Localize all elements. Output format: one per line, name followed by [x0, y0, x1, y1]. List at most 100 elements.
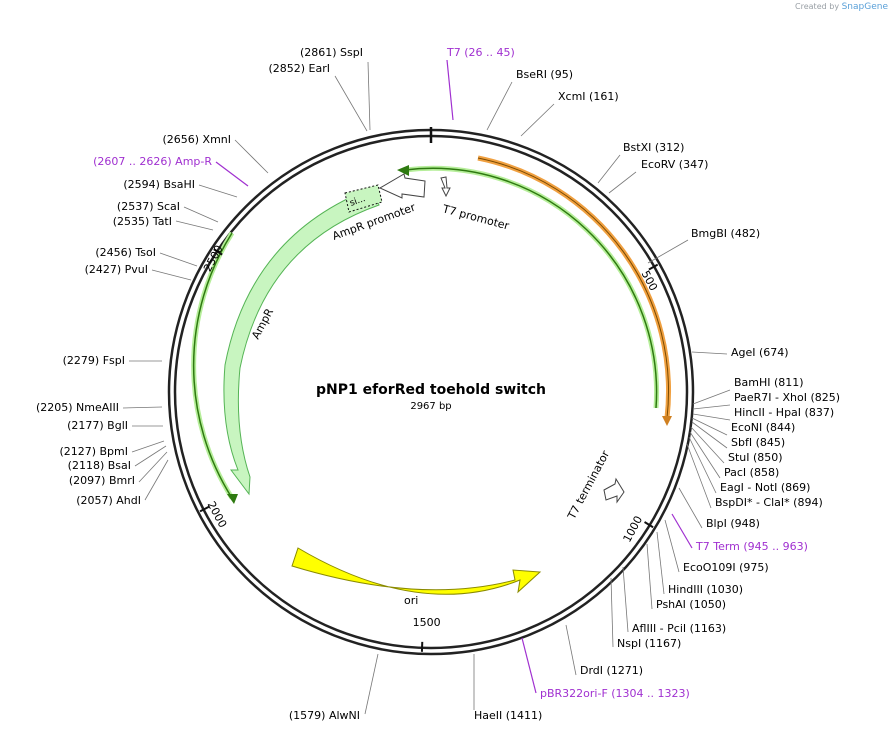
site-leader-line: [486, 81, 513, 131]
primer-label-p2[interactable]: (2607 .. 2626) Amp-R: [93, 155, 212, 168]
site-leader-line: [183, 206, 219, 223]
tick-label: 1000: [621, 514, 646, 545]
site-leader-line: [175, 220, 214, 231]
site-leader-line: [234, 139, 269, 174]
site-leader-line: [122, 406, 163, 409]
site-leader-line: [138, 451, 168, 483]
site-label-s37[interactable]: (2537) ScaI: [117, 200, 180, 213]
t7-terminator-arrow[interactable]: [603, 477, 625, 504]
primer-label-p1[interactable]: T7 (26 .. 45): [446, 46, 515, 59]
site-label-s26[interactable]: (1579) AlwNI: [289, 709, 360, 722]
site-label-s8[interactable]: AgeI (674): [731, 346, 789, 359]
site-leader-line: [689, 431, 721, 479]
site-label-s31[interactable]: (2177) BglI: [67, 419, 128, 432]
site-leader-line: [691, 351, 728, 355]
site-leader-line: [691, 417, 728, 436]
site-leader-line: [692, 389, 731, 405]
site-leader-line: [364, 653, 379, 715]
site-leader-line: [688, 436, 717, 494]
site-leader-line: [664, 519, 680, 573]
site-label-s1[interactable]: (2861) SspI: [300, 46, 363, 59]
site-leader-line: [159, 252, 198, 267]
site-label-s17[interactable]: BspDI* - ClaI* (894): [715, 496, 823, 509]
site-label-s36[interactable]: (2535) TatI: [113, 215, 172, 228]
site-label-s21[interactable]: PshAI (1050): [656, 598, 726, 611]
site-label-s18[interactable]: BlpI (948): [706, 517, 760, 530]
site-label-s30[interactable]: (2127) BpmI: [59, 445, 128, 458]
site-label-s32[interactable]: (2205) NmeAIII: [36, 401, 119, 414]
site-leader-line: [692, 413, 731, 421]
site-leader-line: [646, 543, 653, 610]
site-leader-line: [622, 566, 629, 633]
site-label-s19[interactable]: EcoO109I (975): [683, 561, 769, 574]
tick-mark: [644, 521, 654, 529]
tick-label: 2000: [205, 499, 230, 530]
site-leader-line: [334, 75, 368, 132]
site-leader-line: [690, 426, 725, 464]
primer-label-p3[interactable]: T7 Term (945 .. 963): [695, 540, 808, 553]
green-feature-arc: [404, 165, 660, 409]
credit-brand: SnapGene: [841, 2, 888, 12]
plasmid-length: 2967 bp: [410, 401, 451, 412]
site-label-s13[interactable]: SbfI (845): [731, 436, 785, 449]
orange-feature-arc: [477, 155, 672, 419]
site-label-s14[interactable]: StuI (850): [728, 451, 783, 464]
site-leader-line: [686, 443, 712, 509]
site-label-s35[interactable]: (2456) TsoI: [95, 246, 156, 259]
site-label-s38[interactable]: (2594) BsaHI: [123, 178, 195, 191]
site-label-s34[interactable]: (2427) PvuI: [85, 263, 148, 276]
site-label-s12[interactable]: EcoNI (844): [731, 421, 795, 434]
site-label-s22[interactable]: AflIII - PciI (1163): [632, 622, 726, 635]
site-label-s27[interactable]: (2057) AhdI: [76, 494, 141, 507]
site-label-s24[interactable]: DrdI (1271): [580, 664, 643, 677]
site-label-s25[interactable]: HaeII (1411): [474, 709, 542, 722]
primer-label-p4[interactable]: pBR322ori-F (1304 .. 1323): [540, 687, 690, 700]
site-leader-line: [565, 624, 577, 676]
site-leader-line: [131, 440, 165, 453]
t7-terminator-label: T7 terminator: [565, 448, 613, 522]
site-leader-line: [520, 103, 555, 137]
site-label-s2[interactable]: (2852) EarI: [268, 62, 330, 75]
site-leader-line: [144, 459, 169, 501]
site-leader-line: [597, 154, 621, 184]
site-label-s33[interactable]: (2279) FspI: [63, 354, 125, 367]
site-label-s29[interactable]: (2118) BsaI: [68, 459, 131, 472]
primer-leader-line: [446, 59, 454, 121]
ampr-arrow[interactable]: [223, 187, 380, 496]
site-label-s6[interactable]: EcoRV (347): [641, 158, 708, 171]
site-label-s16[interactable]: EagI - NotI (869): [720, 481, 810, 494]
site-label-s7[interactable]: BmgBI (482): [691, 227, 760, 240]
site-callouts: (2861) SspI (2852) EarI BseRI (95) XcmI (16…: [36, 46, 840, 722]
tick-label: 1500: [413, 616, 441, 629]
site-label-s20[interactable]: HindIII (1030): [668, 583, 743, 596]
site-leader-line: [610, 577, 614, 648]
green-feature-core: [404, 167, 658, 409]
orange-feature-core: [477, 157, 670, 419]
site-label-s10[interactable]: PaeR7I - XhoI (825): [734, 391, 840, 404]
site-label-s4[interactable]: XcmI (161): [558, 90, 619, 103]
t7-promoter-label: T7 promoter: [440, 202, 511, 233]
tick-mark: [648, 263, 659, 271]
green-feature-arrowhead: [397, 165, 409, 176]
snapgene-credit: Created by SnapGene: [795, 2, 888, 12]
site-label-s28[interactable]: (2097) BmrI: [69, 474, 135, 487]
ori-label: ori: [404, 594, 418, 607]
site-label-s3[interactable]: BseRI (95): [516, 68, 573, 81]
site-label-s11[interactable]: HincII - HpaI (837): [734, 406, 834, 419]
site-label-s15[interactable]: PacI (858): [724, 466, 779, 479]
site-leader-line: [678, 487, 703, 529]
ampr-promoter-arrow[interactable]: [378, 173, 426, 199]
site-label-s23[interactable]: NspI (1167): [617, 637, 681, 650]
signal-box[interactable]: [344, 184, 383, 213]
site-label-s9[interactable]: BamHI (811): [734, 376, 804, 389]
left-green-arrowhead: [227, 494, 238, 504]
site-leader-line: [691, 421, 728, 449]
site-leader-line: [151, 269, 192, 281]
t7-promoter-arrow[interactable]: [440, 176, 451, 198]
site-label-s5[interactable]: BstXI (312): [623, 141, 684, 154]
site-label-s39[interactable]: (2656) XmnI: [162, 133, 231, 146]
site-leader-line: [647, 239, 689, 264]
ori-arrow[interactable]: [291, 547, 542, 595]
tick-mark: [213, 248, 223, 256]
